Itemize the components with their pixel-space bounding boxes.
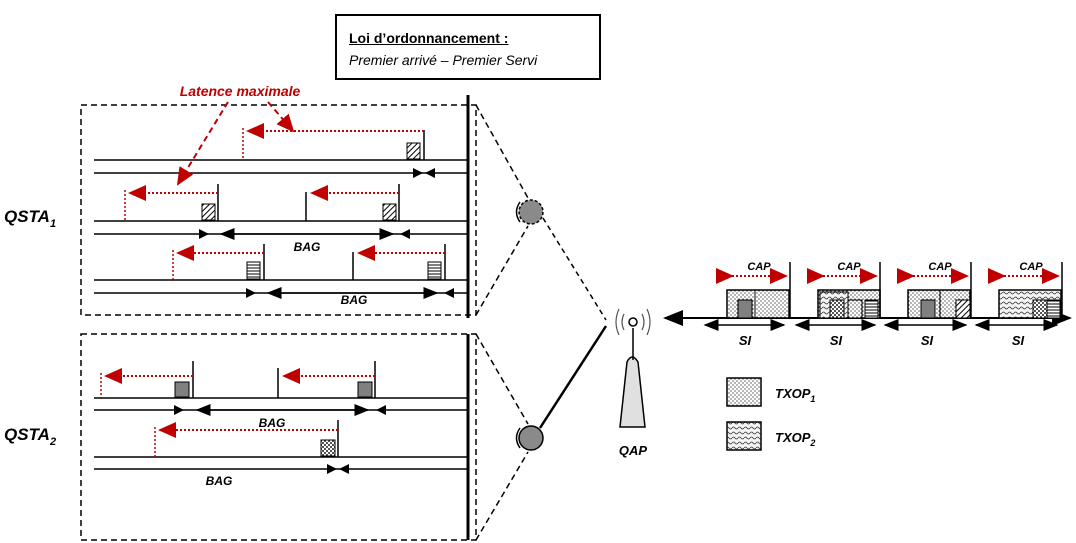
- txop2-swatch: [726, 421, 762, 451]
- bag-label: BAG: [294, 240, 321, 254]
- qsta2-flow-1: BAG: [94, 361, 468, 430]
- qsta1-label: QSTA1: [4, 207, 56, 230]
- si-label: SI: [921, 333, 934, 348]
- txop-legend: TXOP1 TXOP2: [726, 377, 815, 451]
- qsta1-dashed-frame: [80, 104, 477, 316]
- latency-pointer: [267, 101, 295, 133]
- scheduling-rule-title: Loi d’ordonnancement :: [349, 30, 509, 46]
- txop1-swatch: [726, 377, 762, 407]
- si-label: SI: [739, 333, 752, 348]
- qsta1-flow-2: BAG: [94, 184, 468, 254]
- cap-label: CAP: [928, 261, 952, 273]
- superframe: CAP: [716, 261, 791, 319]
- packet: [201, 203, 216, 221]
- qsta1-link: [542, 217, 607, 321]
- latency-pointer: [176, 101, 229, 186]
- bag-label: BAG: [341, 293, 368, 307]
- packet: [320, 439, 336, 457]
- packet: [382, 203, 397, 221]
- qsta2-label: QSTA2: [4, 425, 56, 448]
- si-label: SI: [1012, 333, 1025, 348]
- packet: [427, 261, 442, 280]
- superframe: CAP: [988, 261, 1063, 319]
- qsta2-node: [515, 425, 544, 451]
- scheduling-rule-box: Loi d’ordonnancement : Premier arrivé – …: [335, 14, 601, 80]
- superframe-timeline: SI SI SI SI CAP CAP: [663, 261, 1072, 348]
- qsta1-group: BAG BAG Latence maximale: [80, 83, 477, 318]
- qsta1-node: [515, 199, 544, 225]
- qsta2-dashed-frame: [80, 333, 477, 541]
- packet: [246, 261, 261, 280]
- superframe: CAP: [897, 261, 972, 319]
- packet: [357, 381, 373, 398]
- qsta2-link: [538, 325, 608, 429]
- txop2-label: TXOP2: [775, 430, 815, 448]
- bag-label: BAG: [259, 416, 286, 430]
- superframe: CAP: [807, 261, 881, 319]
- cap-label: CAP: [747, 261, 771, 273]
- packet: [174, 381, 190, 398]
- qsta2-group: BAG BAG: [80, 333, 477, 541]
- scheduling-rule-text: Premier arrivé – Premier Servi: [349, 52, 538, 68]
- si-label: SI: [830, 333, 843, 348]
- bag-label: BAG: [206, 474, 233, 488]
- access-point-label: QAP: [619, 443, 648, 458]
- qsta1-flow-3: BAG: [94, 244, 468, 307]
- access-point-icon: [615, 308, 651, 428]
- packet: [406, 142, 421, 160]
- txop1-label: TXOP1: [775, 386, 815, 404]
- cap-label: CAP: [837, 261, 861, 273]
- qsta2-flow-2: BAG: [94, 420, 468, 488]
- cap-label: CAP: [1019, 261, 1043, 273]
- latency-label: Latence maximale: [180, 83, 301, 99]
- qsta1-flow-1: [94, 123, 468, 178]
